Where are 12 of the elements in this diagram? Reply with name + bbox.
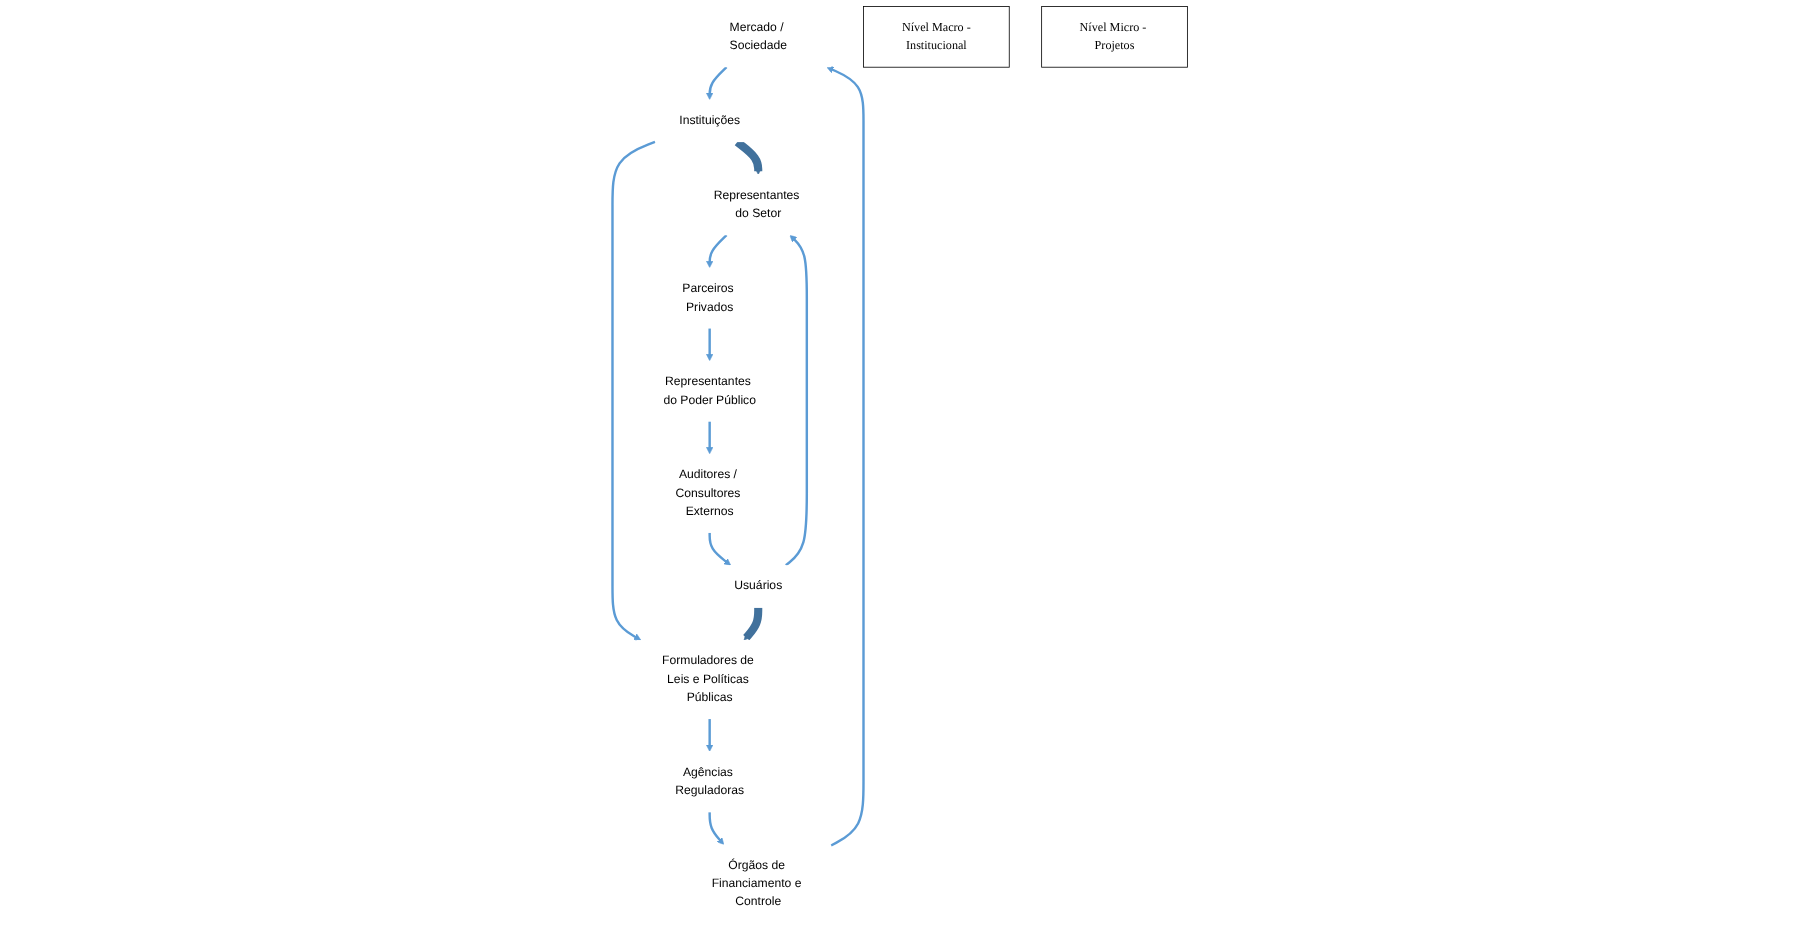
arrow <box>825 66 864 847</box>
arrow <box>610 140 655 641</box>
arrow <box>705 719 713 752</box>
arrow <box>784 234 808 567</box>
arrow <box>707 812 724 845</box>
arrow <box>705 66 727 100</box>
arrow <box>707 532 731 566</box>
arrow <box>705 234 727 268</box>
arrow <box>705 421 713 455</box>
arrow <box>742 606 762 641</box>
arrow <box>705 328 713 362</box>
arrow <box>733 138 762 175</box>
